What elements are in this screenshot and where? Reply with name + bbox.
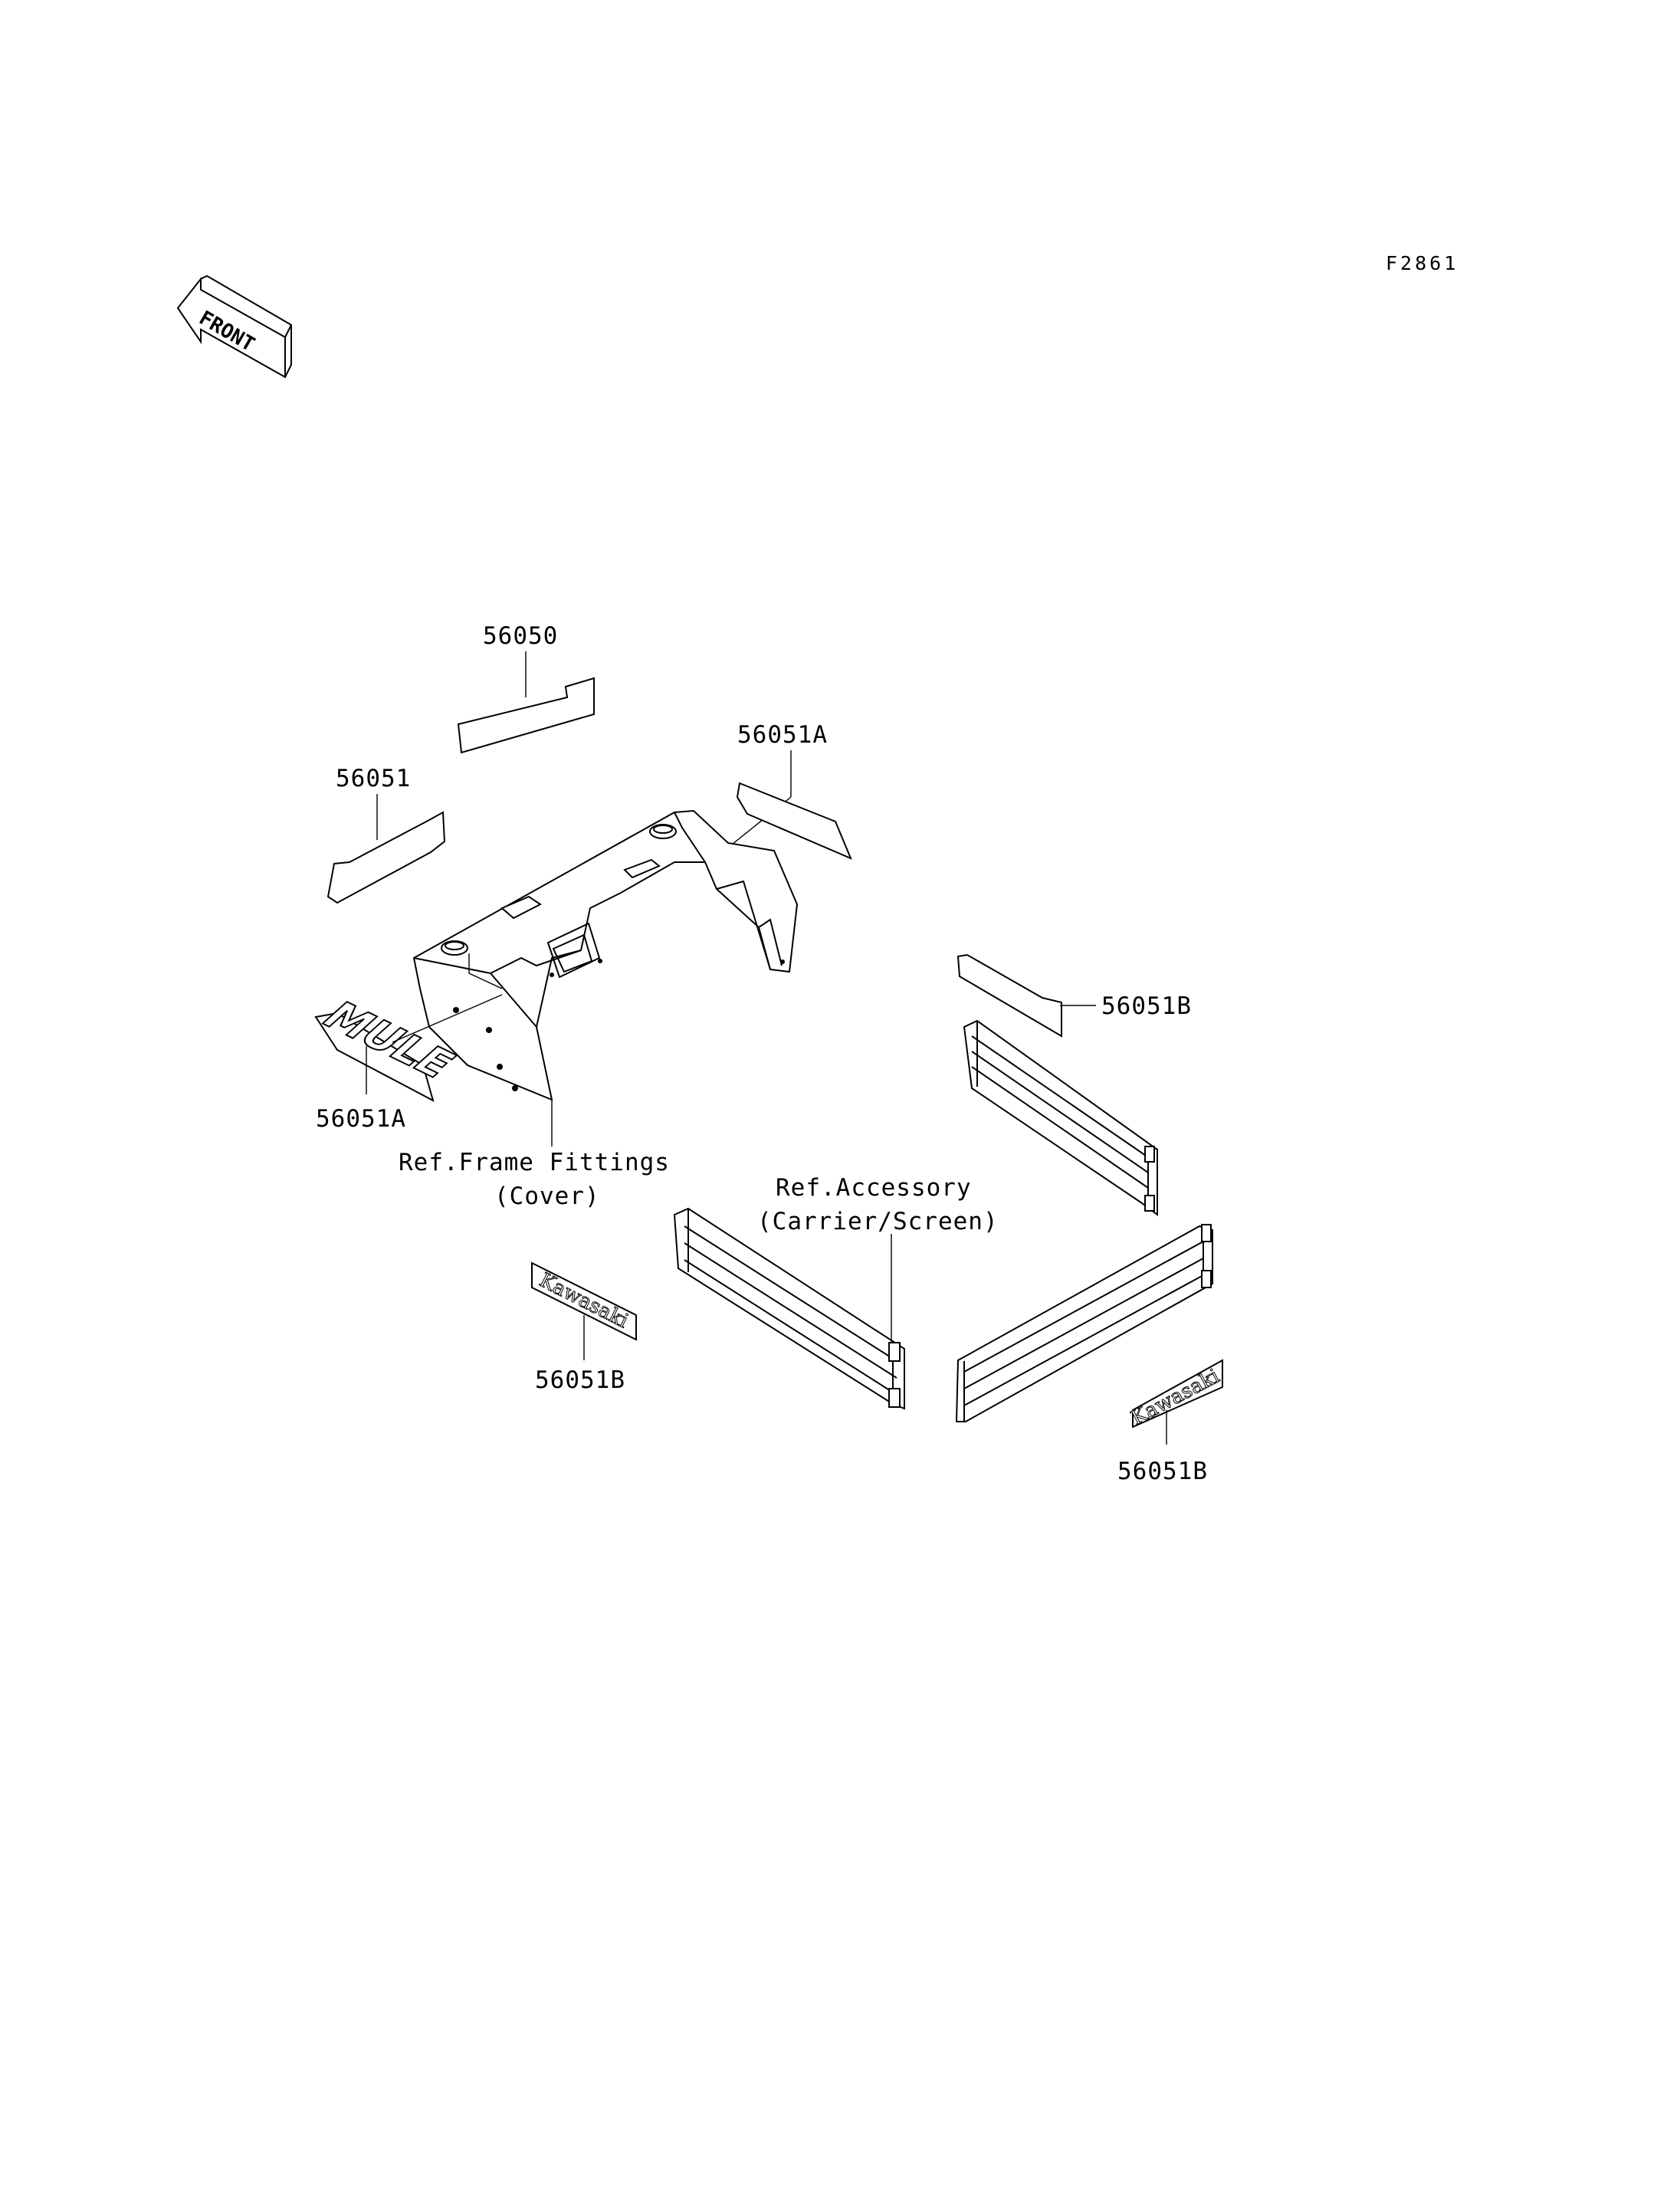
front-arrow-icon: FRONT [176,274,292,379]
decal-56051B-top [956,953,1062,1038]
ref-frame-fittings-label: Ref.Frame Fittings [399,1149,670,1176]
ref-accessory-sub: (Carrier/Screen) [757,1208,999,1235]
figure-code: F2861 [1386,252,1459,274]
part-label-56051A-top: 56051A [737,721,828,749]
part-label-56050: 56050 [483,622,558,650]
decal-56051A-top [736,782,852,860]
carrier-screen-panel-left [673,1207,905,1410]
part-label-56051B-right: 56051B [1117,1458,1208,1485]
part-label-56051A-mule: 56051A [316,1105,406,1133]
kawasaki-right-text: Kawasaki [1127,1365,1223,1430]
decal-56050 [457,677,595,754]
carrier-screen-panel-right [955,1224,1213,1422]
part-label-56051B-top: 56051B [1101,992,1192,1020]
decal-56051 [326,811,446,904]
part-label-56051: 56051 [336,765,411,792]
carrier-screen-panel-rear [963,1019,1158,1216]
part-label-56051B-left: 56051B [535,1366,625,1394]
frame-cover-part [412,809,799,1101]
kawasaki-decal-right: Kawasaki [1127,1359,1224,1431]
ref-accessory-label: Ref.Accessory [776,1174,972,1202]
ref-frame-fittings-sub: (Cover) [494,1183,600,1210]
